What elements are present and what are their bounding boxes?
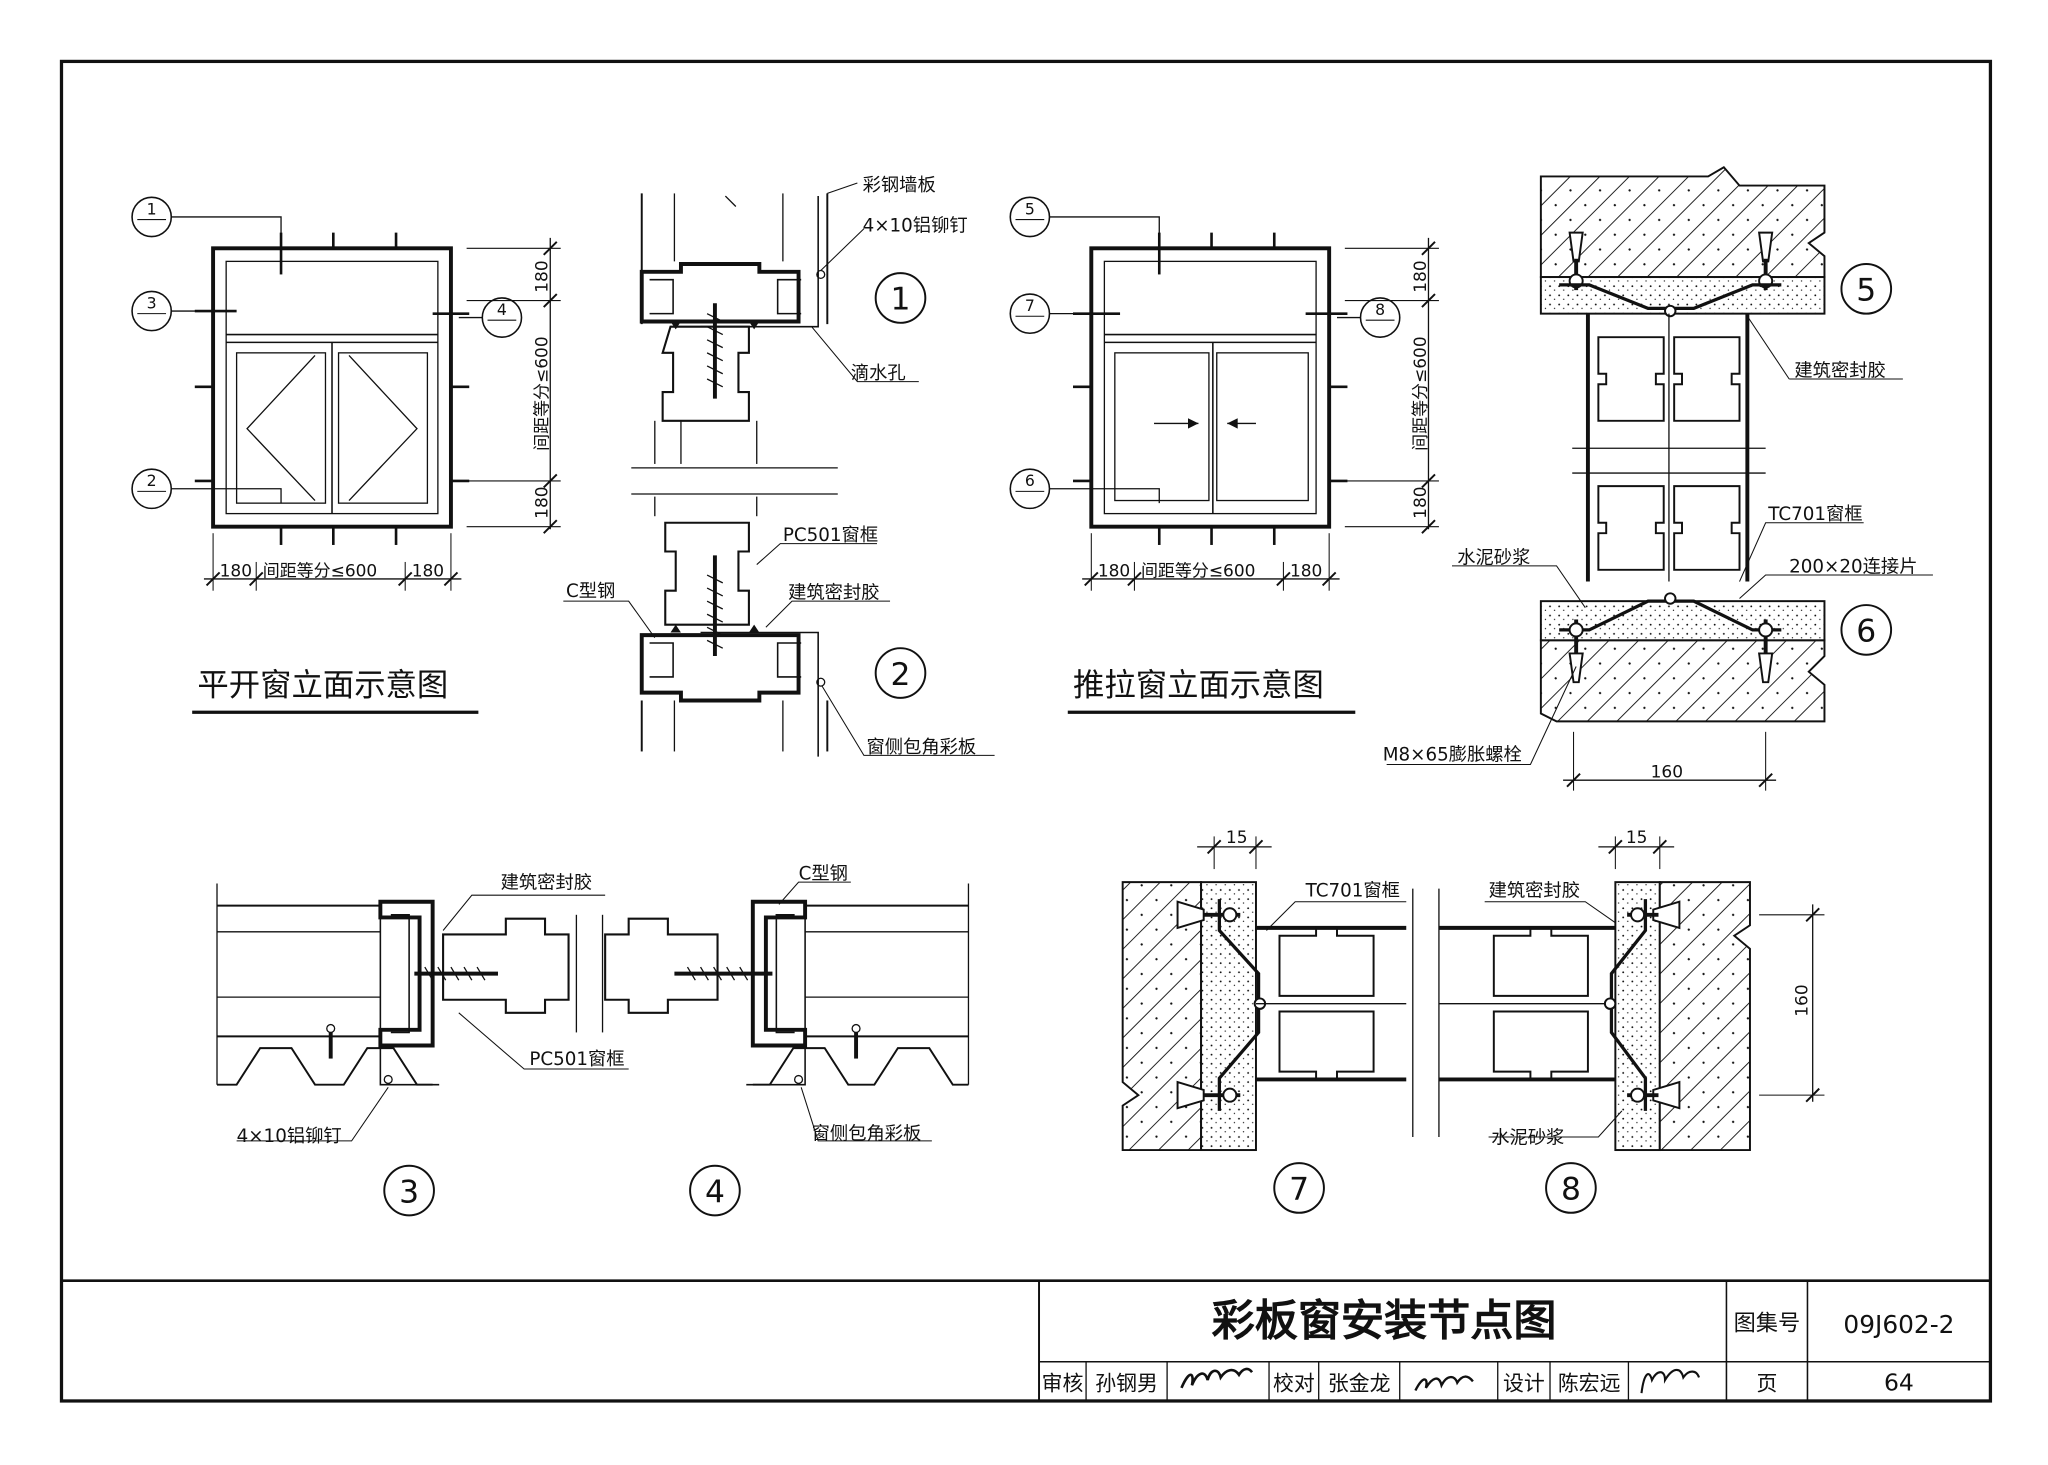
callout-3-number: 3 (399, 1174, 419, 1210)
label-corner-panel-a: 窗侧包角彩板 (867, 737, 977, 758)
review-name: 孙钢男 (1095, 1372, 1158, 1396)
dim-180-e: 180 (1098, 561, 1130, 581)
dim-180-c: 180 (533, 260, 553, 292)
label-anchor-bolt: M8×65膨胀螺栓 (1383, 745, 1522, 766)
dim-spacing-a: 间距等分≤600 (263, 561, 377, 581)
horizontal-section-3-4 (216, 881, 970, 1142)
dim-180-g: 180 (1411, 260, 1431, 292)
callout-2-number: 2 (891, 657, 911, 693)
dim-180-b: 180 (412, 561, 444, 581)
dim-180-h: 180 (1411, 486, 1431, 518)
callout-1 (874, 272, 927, 324)
casement-title: 平开窗立面示意图 (197, 667, 448, 703)
label-mortar-a: 水泥砂浆 (1457, 547, 1530, 568)
label-c-steel-b: C型钢 (799, 864, 848, 885)
casement-callouts (131, 196, 523, 510)
title-block (61, 1279, 1991, 1401)
dim-160-a: 160 (1651, 763, 1683, 783)
horizontal-section-7-8 (1121, 836, 1825, 1152)
callout-4 (689, 1164, 741, 1217)
label-pc501-b: PC501窗框 (529, 1049, 624, 1070)
signature-check (1414, 1375, 1474, 1392)
check-name: 张金龙 (1328, 1372, 1391, 1396)
callout-8 (1545, 1162, 1597, 1214)
label-corner-panel-b: 窗侧包角彩板 (812, 1124, 922, 1145)
label-al-rivet-b: 4×10铝铆钉 (237, 1126, 342, 1147)
callout-sm-3: 3 (147, 293, 157, 312)
label-drip-hole: 滴水孔 (851, 363, 906, 384)
label-tc701-b: TC701窗框 (1305, 881, 1400, 902)
page-number: 64 (1884, 1369, 1914, 1397)
label-connector: 200×20连接片 (1789, 556, 1917, 577)
dim-180-f: 180 (1290, 561, 1322, 581)
sliding-title: 推拉窗立面示意图 (1073, 667, 1324, 703)
callout-1-number: 1 (891, 282, 911, 318)
design-label: 设计 (1503, 1372, 1545, 1396)
callout-6-number: 6 (1856, 614, 1876, 650)
dim-180-d: 180 (533, 486, 553, 518)
dim-15-a: 15 (1226, 828, 1248, 848)
label-c-steel-a: C型钢 (566, 581, 615, 602)
dim-spacing-b: 间距等分≤600 (533, 336, 553, 450)
label-tc701-a: TC701窗框 (1767, 504, 1862, 525)
sheet-border (59, 59, 1993, 1403)
callout-sm-1: 1 (147, 199, 157, 218)
casement-elevation (171, 216, 561, 714)
callout-2 (874, 647, 927, 699)
sliding-callouts (1009, 196, 1401, 510)
review-label: 审核 (1042, 1372, 1084, 1396)
callout-7-number: 7 (1289, 1172, 1309, 1208)
page-label: 页 (1757, 1372, 1778, 1396)
callout-8-number: 8 (1561, 1172, 1581, 1208)
label-steel-wall-panel: 彩钢墙板 (863, 175, 936, 196)
signature-review (1180, 1367, 1254, 1389)
dim-160-b: 160 (1792, 984, 1812, 1016)
callout-5 (1840, 263, 1893, 315)
label-sealant-b: 建筑密封胶 (1794, 360, 1885, 381)
atlas-label: 图集号 (1734, 1310, 1801, 1336)
callout-sm-4: 4 (497, 300, 507, 319)
callout-sm-5: 5 (1025, 199, 1035, 218)
dim-spacing-c: 间距等分≤600 (1141, 561, 1255, 581)
label-sealant-d: 建筑密封胶 (1489, 881, 1580, 902)
callout-4-number: 4 (705, 1174, 725, 1210)
drawing-title: 彩板窗安装节点图 (1212, 1297, 1557, 1347)
callout-6 (1840, 604, 1893, 656)
label-mortar-b: 水泥砂浆 (1491, 1128, 1564, 1149)
callout-sm-8: 8 (1375, 300, 1385, 319)
label-sealant-a: 建筑密封胶 (788, 583, 879, 604)
vertical-section-1-2 (563, 182, 995, 757)
label-al-rivet-a: 4×10铝铆钉 (863, 215, 968, 236)
dim-15-b: 15 (1626, 828, 1648, 848)
check-label: 校对 (1273, 1372, 1315, 1396)
atlas-number: 09J602-2 (1843, 1310, 1954, 1339)
callout-sm-6: 6 (1025, 471, 1035, 490)
label-sealant-c: 建筑密封胶 (501, 873, 592, 894)
callout-5-number: 5 (1856, 273, 1876, 309)
section-5-6 (1386, 166, 1933, 791)
callout-sm-7: 7 (1025, 296, 1035, 315)
dim-180-a: 180 (220, 561, 252, 581)
label-pc501-a: PC501窗框 (783, 525, 878, 546)
design-name: 陈宏远 (1558, 1372, 1621, 1396)
callout-7 (1273, 1162, 1325, 1214)
callout-sm-2: 2 (147, 471, 157, 490)
dim-spacing-d: 间距等分≤600 (1411, 336, 1431, 450)
callout-3 (383, 1164, 435, 1217)
sliding-elevation (1049, 216, 1439, 714)
signature-design (1640, 1368, 1700, 1394)
